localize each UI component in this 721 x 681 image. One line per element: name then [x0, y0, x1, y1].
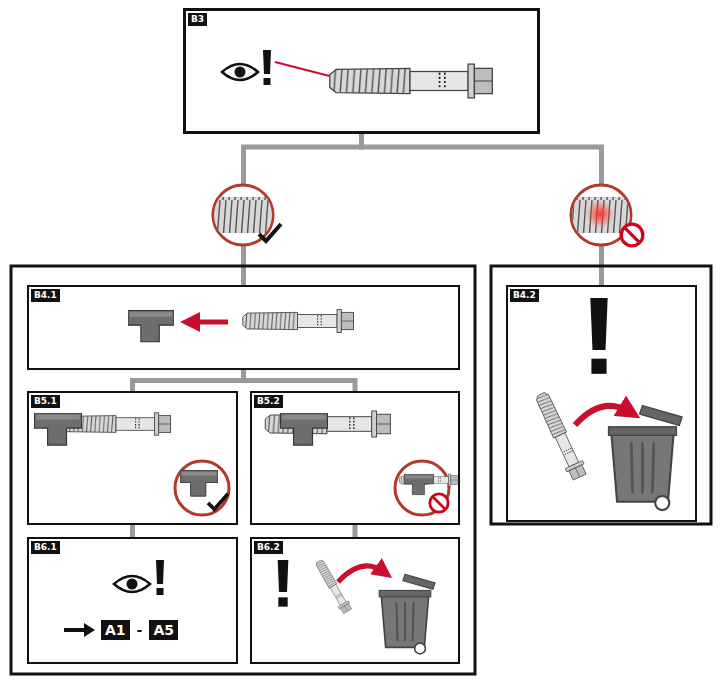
step-box: B4.2: [506, 285, 697, 522]
step-label: B4.1: [31, 289, 60, 302]
step-label: B5.2: [254, 395, 283, 408]
flow-connector: [362, 134, 602, 285]
flow-connector: [244, 370, 356, 391]
step-label: B4.2: [510, 289, 539, 302]
step-box: B5.1: [27, 391, 238, 525]
step-label: B6.2: [254, 541, 283, 554]
flow-connector: [353, 525, 358, 537]
reference-group: A1-A5: [101, 620, 178, 640]
flow-connector: [133, 370, 244, 391]
step-label: B5.1: [31, 395, 60, 408]
step-label: B6.1: [31, 541, 60, 554]
flow-connector: [130, 525, 135, 537]
step-reference: A5: [149, 620, 178, 640]
step-box: B6.1A1-A5: [27, 537, 238, 664]
step-box: B5.2: [250, 391, 460, 525]
step-box: B4.1: [27, 285, 460, 370]
step-label: B3: [188, 13, 207, 26]
range-dash: -: [137, 622, 143, 638]
step-reference: A1: [101, 620, 130, 640]
step-box: B6.2: [250, 537, 460, 664]
step-box: B3: [183, 8, 540, 134]
